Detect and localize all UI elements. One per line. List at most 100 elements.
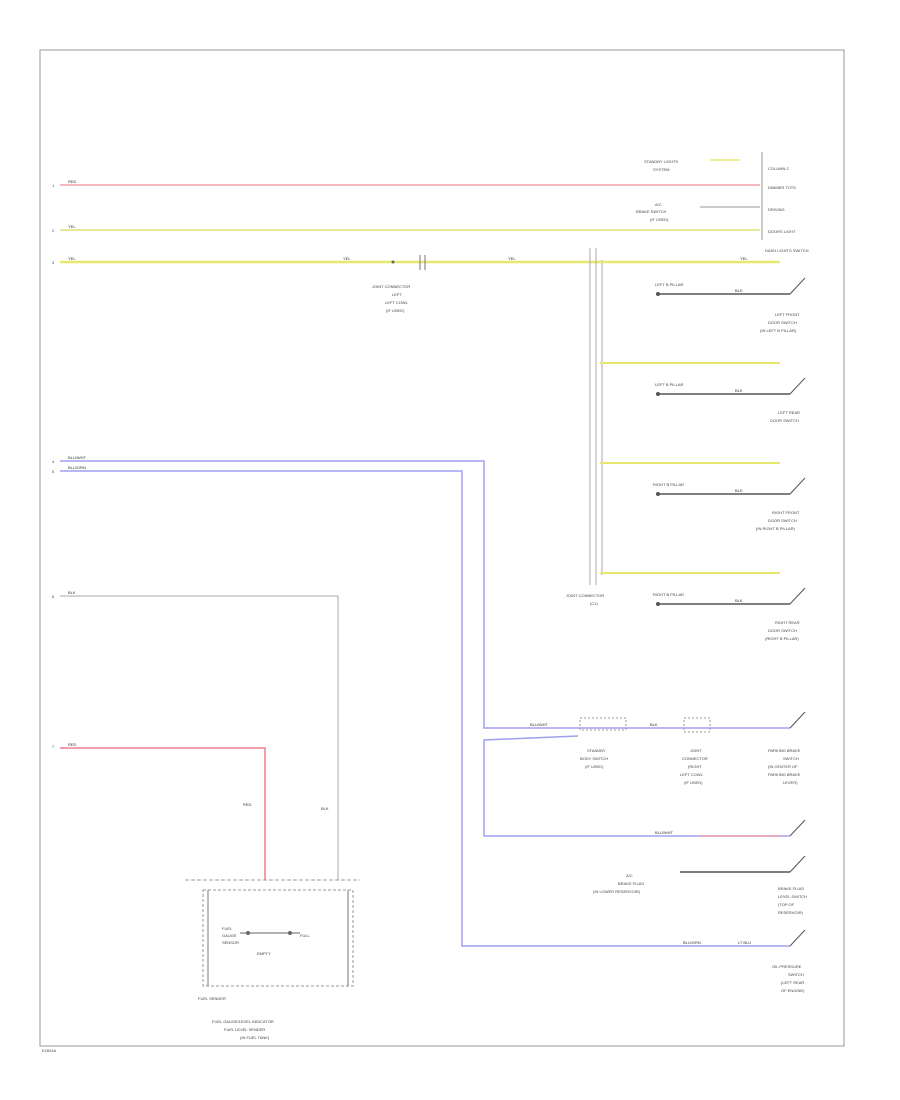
wire-label: YEL <box>740 256 748 261</box>
blue-wire-3 <box>483 735 790 837</box>
component-label: A/C <box>655 202 662 207</box>
component-label: (IN LOWER RESERVOIR) <box>593 889 641 894</box>
left-rear-door-branch <box>600 362 806 396</box>
component-label: (RIGHT B PILLAR) <box>765 636 799 641</box>
wire-label: BLK <box>321 806 329 811</box>
component-label: DOOR SWITCH <box>770 418 799 423</box>
pin-number: 6 <box>52 594 55 599</box>
left-front-door-branch <box>600 261 806 296</box>
component-label: LEFT FRONT <box>775 312 800 317</box>
component-label: CONNECTOR <box>682 756 708 761</box>
standby-body-switch <box>579 717 627 731</box>
component-label: (IN LEFT B PILLAR) <box>760 328 797 333</box>
component-label: FUEL <box>222 926 233 931</box>
component-label: LEFT COWL <box>680 772 704 777</box>
component-label: SENSOR <box>222 940 239 945</box>
component-label: FUEL SENDER <box>198 996 226 1001</box>
wire-label: RED <box>68 742 77 747</box>
component-label: EMPTY <box>257 951 271 956</box>
component-label: BRAKE SWITCH <box>636 209 667 214</box>
diagram-code: E2834A <box>42 1048 57 1053</box>
blue-wire-1 <box>60 460 790 729</box>
connector-label: JOINT CONNECTOR <box>372 284 410 289</box>
wire-label: BLK <box>68 590 76 595</box>
component-label: RIGHT B PILLAR <box>653 482 684 487</box>
connector-label: LEFT COWL <box>385 300 409 305</box>
pin-number: 7 <box>52 744 55 749</box>
component-label: DASH LIGHTS SWITCH <box>765 248 809 253</box>
component-label: COLUMN C <box>768 166 789 171</box>
component-label: A/C <box>626 873 633 878</box>
component-label: LEFT B PILLAR <box>655 382 683 387</box>
wire-label: BLU/GRN <box>683 940 701 945</box>
wire-label: BLU/WHT <box>68 455 87 460</box>
component-label: FUEL LEVEL SENDER <box>224 1027 265 1032</box>
component-label: STANDBY LIGHTS <box>644 159 678 164</box>
right-front-door-branch <box>600 462 806 496</box>
component-label: PARKING BRAKE <box>768 772 801 777</box>
component-label: DOOR SWITCH <box>768 518 797 523</box>
component-label: SYSTEM <box>653 167 669 172</box>
fuel-sender-box <box>202 889 354 987</box>
red-wire-fuel <box>60 747 266 880</box>
component-label: JOINT <box>690 748 702 753</box>
joint-connector-left <box>391 255 426 270</box>
component-label: FUEL GAUGE/LEVEL INDICATOR <box>212 1019 274 1024</box>
component-label: STANDBY <box>587 748 606 753</box>
blue-wire-2 <box>60 470 790 947</box>
black-wire-fuel <box>60 595 339 880</box>
component-label: OIL PRESSURE <box>772 964 802 969</box>
component-label: (IN FUEL TANK) <box>240 1035 270 1040</box>
component-label: SWITCH <box>788 972 804 977</box>
component-label: SWITCH <box>783 756 799 761</box>
component-label: DIMMER TOTS <box>768 185 796 190</box>
component-label: RIGHT FRONT <box>772 510 800 515</box>
right-rear-door-branch <box>600 572 806 606</box>
component-label: DOOR SWITCH <box>768 320 797 325</box>
pin-number: 1 <box>52 183 55 188</box>
component-label: (TOP OF <box>778 902 795 907</box>
wire-label: YEL <box>68 256 76 261</box>
component-label: GAUGE <box>222 933 237 938</box>
switch-contact <box>789 929 806 947</box>
component-label: (IN CENTER OF <box>768 764 798 769</box>
component-label: DOORS LIGHT <box>768 229 796 234</box>
pin-number: 5 <box>52 469 55 474</box>
component-label: (RIGHT <box>688 764 702 769</box>
component-label: LEVEL SWITCH <box>778 894 807 899</box>
component-label: LEFT B PILLAR <box>655 282 683 287</box>
component-label: RIGHT REAR <box>775 620 800 625</box>
component-label: BODY SWITCH <box>580 756 608 761</box>
component-label: (IF USED) <box>650 217 669 222</box>
component-label: LEFT REAR <box>778 410 800 415</box>
wire-label: YEL <box>68 224 76 229</box>
component-label: OF ENGINE) <box>781 988 805 993</box>
wire-label: BLK <box>735 388 743 393</box>
wire-label: BLK <box>735 488 743 493</box>
connector-label: (IF USED) <box>386 308 405 313</box>
component-label: (IF USED) <box>684 780 703 785</box>
wire-label: BLK <box>735 598 743 603</box>
component-label: DOOR SWITCH <box>768 628 797 633</box>
fuel-gauge-sensor <box>240 931 300 935</box>
component-label: (LEFT REAR <box>781 980 804 985</box>
switch-contact <box>789 855 806 873</box>
wire-label: BLK <box>735 288 743 293</box>
component-label: BRAKE FLUID <box>778 886 804 891</box>
connector-label: (C1) <box>590 601 598 606</box>
component-label: (IF USED) <box>585 764 604 769</box>
wire-label: RED <box>243 802 252 807</box>
wire-label: BLU/WHT <box>655 830 674 835</box>
component-label: BRAKE FLUID <box>618 881 644 886</box>
wire-label: LT BLU <box>738 940 751 945</box>
wire-label: YEL <box>343 256 351 261</box>
component-label: RIGHT B PILLAR <box>653 592 684 597</box>
component-label: (IN RIGHT B PILLAR) <box>756 526 795 531</box>
component-label: DRIVING <box>768 207 785 212</box>
connector-label: LEFT <box>392 292 402 297</box>
pin-number: 4 <box>52 459 55 464</box>
wire-label: BLU/GRN <box>68 465 86 470</box>
component-label: LEVER) <box>783 780 798 785</box>
wire-label: RED <box>68 179 77 184</box>
